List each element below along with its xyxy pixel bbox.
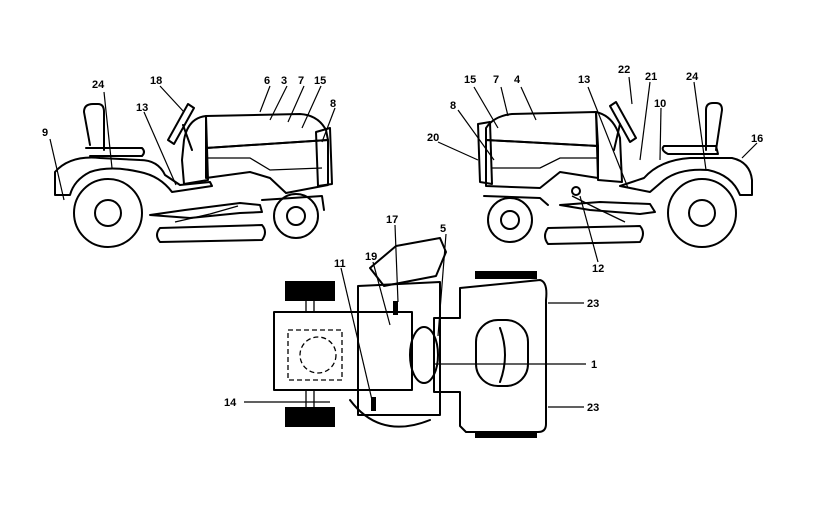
rear-fender	[619, 157, 753, 196]
callout-13: 13	[578, 74, 590, 86]
callout-1: 1	[591, 359, 597, 371]
callout-6: 6	[264, 75, 270, 87]
callout-5: 5	[440, 223, 446, 235]
seat-cushion	[85, 147, 145, 157]
rear-wheel-hub	[94, 199, 122, 227]
front-wheel-hub	[500, 210, 520, 230]
front-axle	[483, 195, 549, 206]
rear-wheel-top	[475, 271, 537, 279]
callout-23-upper: 23	[587, 298, 599, 310]
callout-18: 18	[150, 75, 162, 87]
deck-lever	[174, 205, 239, 223]
lever-knob	[571, 186, 581, 196]
callout-24: 24	[686, 71, 699, 83]
tractor-top-view	[273, 237, 548, 438]
callout-8: 8	[450, 100, 456, 112]
rear-wheel-hub	[688, 199, 716, 227]
steering-wheel	[609, 101, 637, 143]
callout-11: 11	[334, 258, 346, 270]
seat-top	[475, 319, 529, 387]
front-grille	[315, 127, 333, 187]
callout-14: 14	[224, 397, 237, 409]
seat-top-inner	[499, 327, 506, 383]
front-wheel-hub	[286, 206, 306, 226]
front-wheel-bottom	[285, 407, 335, 427]
engine-air-filter	[299, 336, 337, 374]
callout-7: 7	[298, 75, 304, 87]
callout-10: 10	[654, 98, 666, 110]
steering-wheel	[369, 237, 447, 287]
rear-wheel	[667, 178, 737, 248]
hood-line	[492, 157, 598, 169]
tractor-left-side-view	[54, 103, 333, 248]
callout-20: 20	[427, 132, 439, 144]
callout-21: 21	[645, 71, 657, 83]
mower-deck	[156, 224, 266, 243]
operator-area	[357, 281, 441, 416]
leader-lines	[49, 76, 758, 408]
mower-deck	[544, 225, 644, 245]
seat-cushion	[661, 145, 719, 155]
engine-outline	[287, 329, 343, 381]
callout-19: 19	[365, 251, 377, 263]
steering-wheel	[167, 103, 195, 145]
hood	[205, 113, 329, 149]
rear-wheel-bottom	[475, 431, 537, 438]
callout-23-lower: 23	[587, 402, 599, 414]
hood-top	[273, 311, 413, 391]
callout-16: 16	[751, 133, 763, 145]
frame	[149, 202, 263, 219]
callout-labels: 9 24 18 13 6 3 7 15 8 15 7 4 13 22 21 24…	[42, 64, 763, 414]
decal-mark-11	[371, 397, 376, 411]
side-guard	[349, 399, 431, 428]
decal-mark-17	[393, 301, 398, 315]
tractor-right-side-view	[477, 101, 753, 248]
callout-15: 15	[464, 74, 476, 86]
steering-column	[613, 123, 621, 151]
callout-3: 3	[281, 75, 287, 87]
front-wheel	[487, 197, 533, 243]
front-grille	[477, 121, 493, 185]
front-wheel	[273, 193, 319, 239]
callout-12: 12	[592, 263, 604, 275]
seat-back	[83, 103, 105, 151]
callout-24: 24	[92, 79, 105, 91]
callout-8: 8	[330, 98, 336, 110]
rear-body	[433, 279, 548, 433]
rear-fender	[54, 156, 213, 196]
connector-oval	[409, 326, 439, 384]
callout-17: 17	[386, 214, 398, 226]
hood-side	[205, 139, 329, 194]
rear-wheel	[73, 178, 143, 248]
front-axle	[261, 195, 325, 211]
dash-panel	[595, 111, 623, 183]
hood-line	[206, 157, 323, 171]
callout-22: 22	[618, 64, 630, 76]
front-axle	[305, 300, 315, 408]
steering-column	[182, 124, 193, 151]
front-wheel-top	[285, 281, 335, 301]
dash-panel	[181, 115, 209, 185]
callout-4: 4	[514, 74, 521, 86]
callout-9: 9	[42, 127, 48, 139]
frame	[559, 201, 656, 215]
callout-13: 13	[136, 102, 148, 114]
callout-7: 7	[493, 74, 499, 86]
seat-back	[705, 102, 723, 151]
hood-side	[485, 139, 599, 189]
callout-15: 15	[314, 75, 326, 87]
